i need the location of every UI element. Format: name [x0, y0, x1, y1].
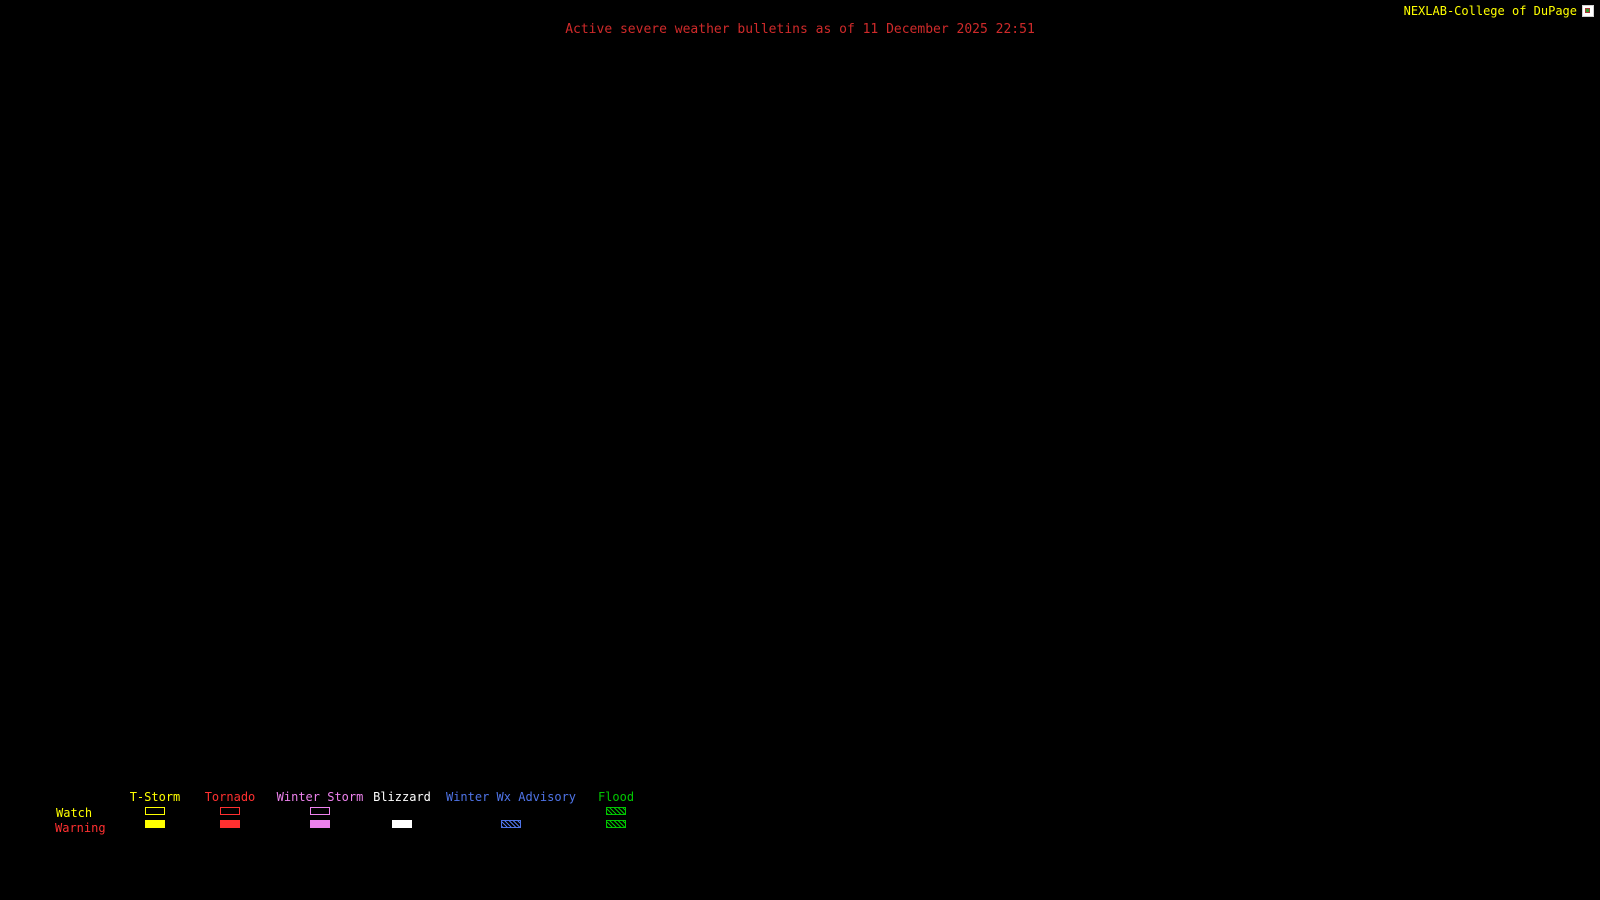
legend-col-label: Winter Wx Advisory — [445, 790, 577, 804]
winter-storm-watch-swatch — [310, 806, 330, 815]
blizzard-warning-swatch — [392, 819, 412, 828]
tstorm-watch-swatch — [145, 806, 165, 815]
legend-row-label-watch: Watch — [56, 806, 93, 820]
legend-col-label: Flood — [597, 790, 635, 804]
brand: NEXLAB-College of DuPage — [1404, 4, 1594, 18]
broken-image-icon — [1582, 5, 1594, 17]
winter-wx-advisory-warning-swatch — [501, 819, 521, 828]
tornado-warning-swatch — [220, 819, 240, 828]
legend-col-winter-wx-advisory: Winter Wx Advisory — [434, 790, 588, 830]
legend-col-label: T-Storm — [129, 790, 181, 804]
legend-col-label: Winter Storm — [276, 790, 364, 804]
flood-watch-swatch — [606, 806, 626, 815]
legend-row-label-warning: Warning — [55, 821, 106, 835]
legend-col-blizzard: Blizzard — [362, 790, 442, 830]
legend: Watch Warning T-Storm Tornado Winter Sto… — [0, 786, 700, 846]
tstorm-warning-swatch — [145, 819, 165, 828]
tornado-watch-swatch — [220, 806, 240, 815]
legend-col-label: Blizzard — [373, 790, 431, 804]
legend-col-winter-storm: Winter Storm — [263, 790, 377, 830]
legend-col-flood: Flood — [586, 790, 646, 830]
winter-storm-warning-swatch — [310, 819, 330, 828]
brand-text: NEXLAB-College of DuPage — [1403, 4, 1577, 18]
legend-col-tornado: Tornado — [190, 790, 270, 830]
legend-col-label: Tornado — [204, 790, 256, 804]
legend-col-tstorm: T-Storm — [115, 790, 195, 830]
page-title: Active severe weather bulletins as of 11… — [565, 22, 1035, 37]
flood-warning-swatch — [606, 819, 626, 828]
